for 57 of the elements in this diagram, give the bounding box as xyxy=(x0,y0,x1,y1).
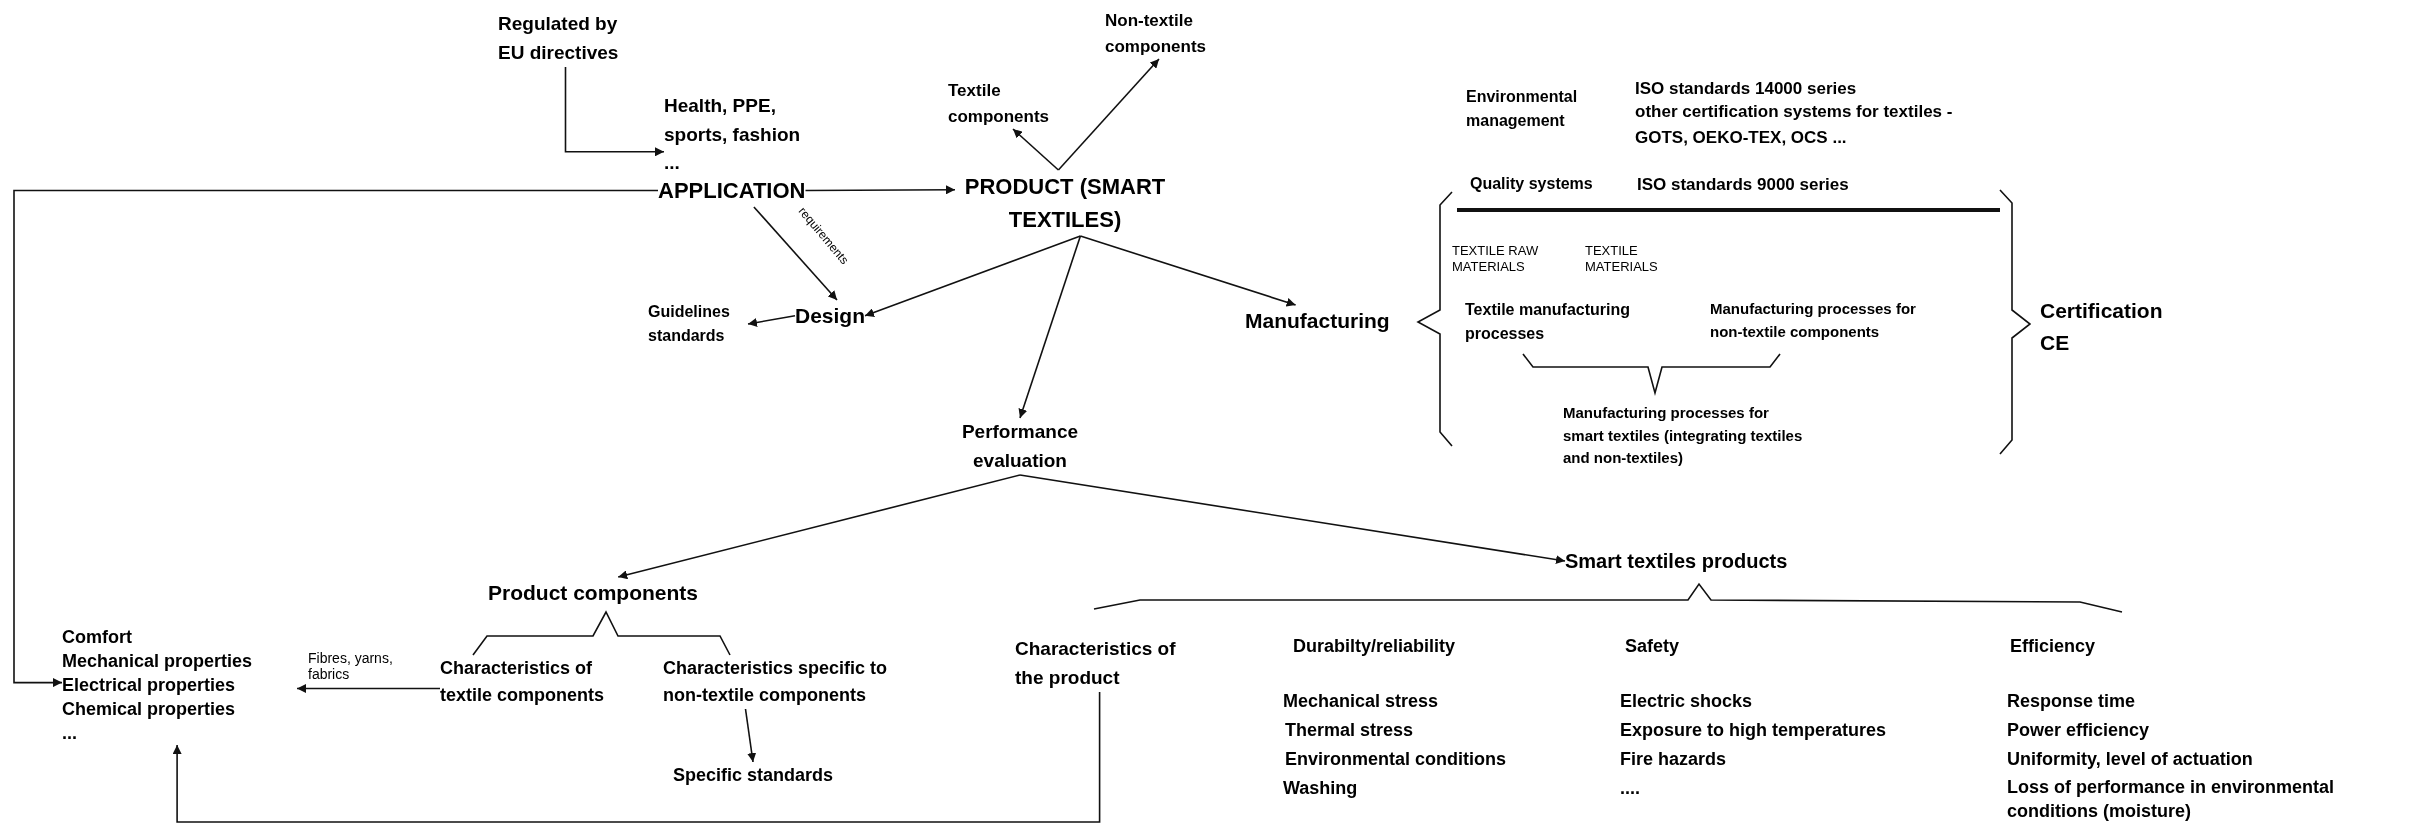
standard-text: other certification systems for textiles - GOTS, OEKO-TEX, OCS ... xyxy=(1635,101,1954,149)
category-heading: Durabilty/reliability xyxy=(1293,635,1456,658)
criterion-text: Thermal stress xyxy=(1285,719,1414,742)
arrow xyxy=(747,315,796,327)
arrow xyxy=(1012,128,1060,171)
note-text: Regulated by EU directives xyxy=(498,10,648,67)
group-heading: Smart textiles products xyxy=(1565,546,1788,576)
process-text: Manufacturing processes for smart textiles (integrating textiles and non-textiles) xyxy=(1563,403,1803,468)
stage-text: Design xyxy=(795,300,865,332)
group-heading: Product components xyxy=(488,577,698,609)
arrow xyxy=(13,189,659,688)
component-text: Non-textile components xyxy=(1105,8,1240,59)
component-text: Textile components xyxy=(948,78,1078,129)
criterion-text: Power efficiency xyxy=(2007,719,2150,742)
stage-text: Manufacturing xyxy=(1245,305,1390,337)
arrow xyxy=(564,66,665,157)
category-heading: Safety xyxy=(1625,635,1680,658)
criterion-text: Washing xyxy=(1283,777,1358,800)
system-label: Quality systems xyxy=(1470,174,1593,194)
criterion-text: Environmental conditions xyxy=(1285,748,1507,771)
process-text: Textile manufacturing processes xyxy=(1465,300,1632,344)
stage-text: Performance evaluation xyxy=(940,418,1100,475)
guidelines-text: Guidelines standards xyxy=(648,300,748,348)
property-list: Comfort Mechanical properties Electrical properties Chemical properties ... xyxy=(62,625,297,745)
criterion-text: .... xyxy=(1620,777,1640,800)
system-label: Environmental management xyxy=(1466,87,1579,131)
characteristics-text: Characteristics specific to non-textile components xyxy=(663,655,913,709)
criterion-text: Electric shocks xyxy=(1620,690,1753,713)
process-text: Manufacturing processes for non-textile components xyxy=(1710,299,1917,342)
main-term: PRODUCT (SMART TEXTILES) xyxy=(955,170,1175,236)
arrow xyxy=(1057,58,1160,171)
standards-text: Specific standards xyxy=(673,762,834,789)
standard-text: ISO standards 9000 series xyxy=(1637,174,1849,196)
arrow xyxy=(1079,235,1297,307)
characteristics-text: Characteristics of textile components xyxy=(440,655,645,709)
arrow xyxy=(753,206,838,301)
arrow xyxy=(617,474,1021,580)
arrow xyxy=(864,235,1082,317)
arrow xyxy=(296,684,441,693)
edge-label: Fibres, yarns, fabrics xyxy=(308,650,394,682)
arrow xyxy=(172,691,1101,823)
category-heading: Efficiency xyxy=(2010,635,2096,658)
criterion-text: Loss of performance in environmental conditions (moisture) xyxy=(2007,776,2336,823)
criterion-text: Uniformity, level of actuation xyxy=(2007,748,2253,771)
criterion-text: Fire hazards xyxy=(1620,748,1727,771)
arrow xyxy=(1018,235,1082,419)
arrow xyxy=(744,708,757,763)
standard-text: ISO standards 14000 series xyxy=(1635,78,1857,100)
characteristics-text: Characteristics of the product xyxy=(1015,635,1195,692)
materials-label: TEXTILE MATERIALS xyxy=(1585,243,1659,275)
certification-text: Certification CE xyxy=(2040,298,2164,356)
arrow xyxy=(1019,474,1566,565)
criterion-text: Response time xyxy=(2007,690,2136,713)
criterion-text: Mechanical stress xyxy=(1283,690,1439,713)
criterion-text: Exposure to high temperatures xyxy=(1620,719,1887,742)
materials-label: TEXTILE RAW MATERIALS xyxy=(1452,243,1540,275)
arrow xyxy=(804,185,956,195)
